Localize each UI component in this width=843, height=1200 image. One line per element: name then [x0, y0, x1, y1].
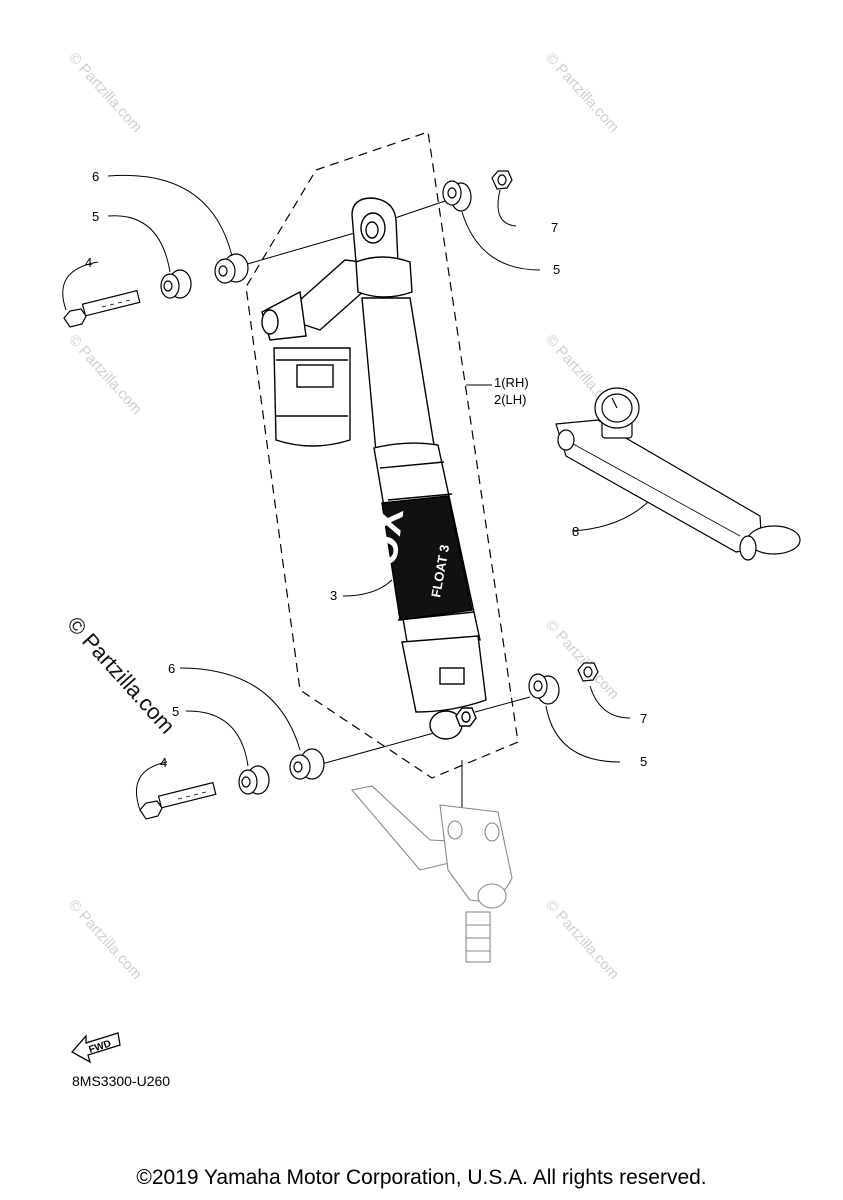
lower-left-bushing	[238, 765, 270, 795]
copyright-notice: ©2019 Yamaha Motor Corporation, U.S.A. A…	[136, 1166, 707, 1189]
callout-2: 2(LH)	[494, 392, 527, 407]
callout-7-lower: 7	[640, 711, 647, 726]
upper-nut	[491, 170, 513, 190]
callout-5-lower-left: 5	[172, 704, 179, 719]
callout-labels: 6 5 4 7 5 1(RH) 2(LH) 8 3 6 5 7 4 5	[85, 169, 647, 770]
watermark-text: © Partzilla.com	[65, 331, 145, 417]
leader-lines	[62, 174, 649, 811]
lower-nut	[577, 662, 599, 682]
pressure-gauge-tool	[555, 387, 801, 561]
lower-arm-mount	[350, 785, 513, 963]
callout-6-upper: 6	[92, 169, 99, 184]
watermark-text: © Partzilla.com	[65, 49, 145, 135]
lower-spacer	[289, 748, 325, 780]
callout-5-upper-left: 5	[92, 209, 99, 224]
upper-bolt	[63, 289, 141, 328]
callout-4-upper: 4	[85, 255, 92, 270]
lower-right-bushing	[528, 673, 560, 705]
watermark-text: © Partzilla.com	[542, 49, 622, 135]
lower-bolt	[139, 781, 217, 820]
watermark-text: © Partzilla.com	[65, 896, 145, 982]
upper-right-bushing	[442, 180, 472, 212]
callout-6-lower: 6	[168, 661, 175, 676]
callout-1: 1(RH)	[494, 375, 529, 390]
watermark-text-large: © Partzilla.com	[62, 612, 180, 739]
callout-4-lower: 4	[160, 755, 167, 770]
callout-7-upper: 7	[551, 220, 558, 235]
watermarks: © Partzilla.com © Partzilla.com © Partzi…	[62, 49, 622, 982]
upper-left-bushing	[160, 269, 192, 299]
callout-8: 8	[572, 524, 579, 539]
watermark-text: © Partzilla.com	[542, 896, 622, 982]
shock-assembly-boundary	[245, 131, 519, 779]
forward-arrow-icon: FWD	[70, 1032, 121, 1064]
callout-3: 3	[330, 588, 337, 603]
callout-5-lower-right: 5	[640, 754, 647, 769]
diagram-code: 8MS3300-U260	[72, 1073, 171, 1089]
shock-absorber	[261, 197, 487, 740]
callout-5-upper-right: 5	[553, 262, 560, 277]
upper-spacer	[214, 253, 249, 284]
